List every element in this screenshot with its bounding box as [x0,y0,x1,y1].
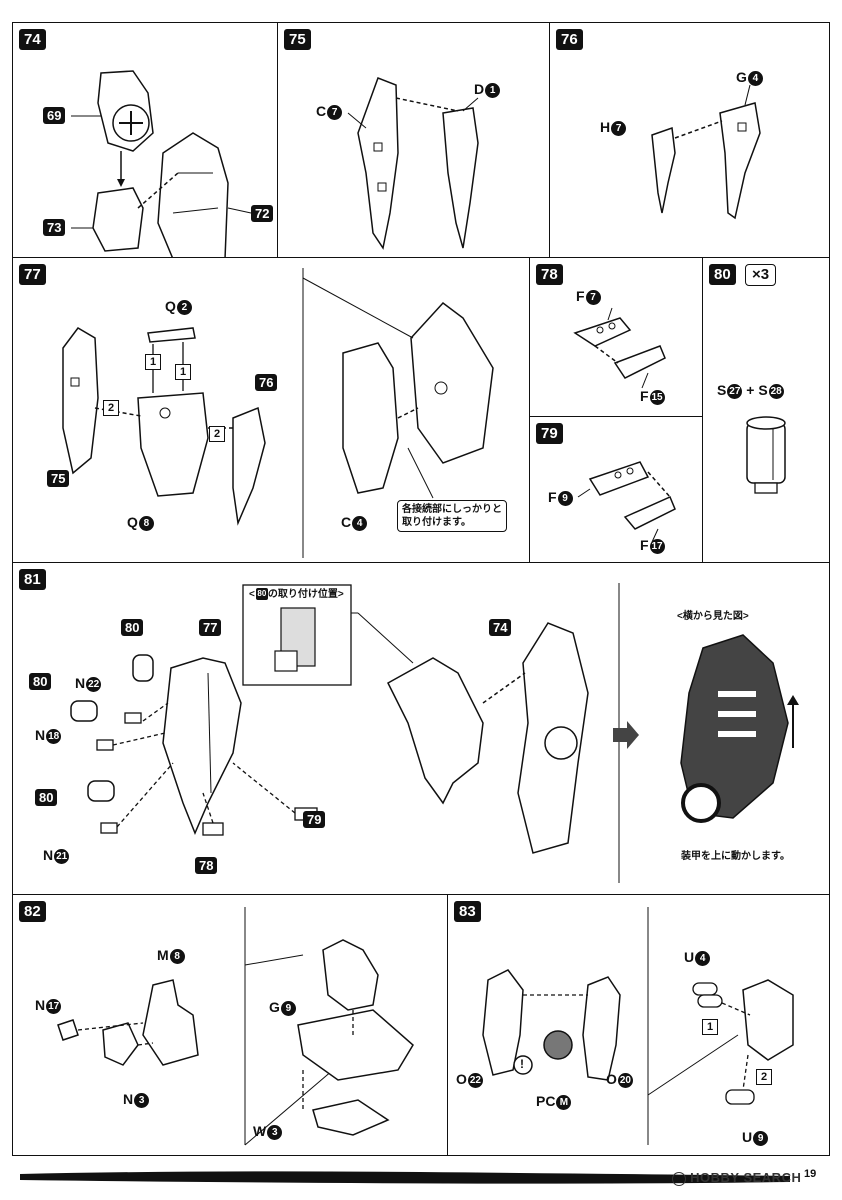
part-ref-78: 78 [195,857,218,874]
step-80-illustration [746,416,786,494]
caution-mark: ! [520,1057,524,1071]
step-82-illustration [57,907,414,1146]
step-number: 75 [284,29,311,50]
part-ref-77: 77 [199,619,222,636]
step-number: 80 [709,264,736,285]
step-74-illustration [71,70,252,257]
multiplier-badge: ×3 [745,264,777,286]
step-76-illustration [651,84,761,220]
step-number: 76 [556,29,583,50]
assembly-note: 各接続部にしっかりと 取り付けます。 [397,500,507,532]
part-ref-80-a: 80 [121,619,144,636]
part-ref-75: 75 [47,470,70,487]
step-78-illustration [573,307,666,389]
part-ref-80-c: 80 [35,789,58,806]
step-number: 79 [536,423,563,444]
page-number: 19 [804,1168,817,1180]
step-79-illustration [577,461,676,543]
part-ref-69: 69 [43,107,66,124]
part-ref-79: 79 [303,811,326,828]
step-number: 74 [19,29,46,50]
part-ref-76: 76 [255,374,278,391]
order-2a: 2 [103,400,119,416]
step-74-panel: 74 69 73 72 [12,22,278,258]
watermark-logo-icon [672,1171,686,1186]
side-view-title: <横から見た図> [677,611,749,622]
part-ref-80-b: 80 [29,673,52,690]
step-77-illustration [62,268,494,558]
step-number: 77 [19,264,46,285]
step-75-illustration [347,77,479,250]
part-ref-73: 73 [43,219,66,236]
step-83-illustration [482,907,794,1145]
watermark: HOBBY SEARCH [672,1170,801,1186]
part-ref-74: 74 [489,619,512,636]
part-ref-72: 72 [251,205,274,222]
order-1a: 1 [145,354,161,370]
order-1: 1 [702,1019,718,1035]
order-2b: 2 [209,426,225,442]
side-view-caption: 装甲を上に動かします。 [681,851,790,862]
order-1b: 1 [175,364,191,380]
step-number: 83 [454,901,481,922]
step-number: 81 [19,569,46,590]
step-number: 82 [19,901,46,922]
step-number: 78 [536,264,563,285]
order-2: 2 [756,1069,772,1085]
step-81-illustration [70,583,799,883]
